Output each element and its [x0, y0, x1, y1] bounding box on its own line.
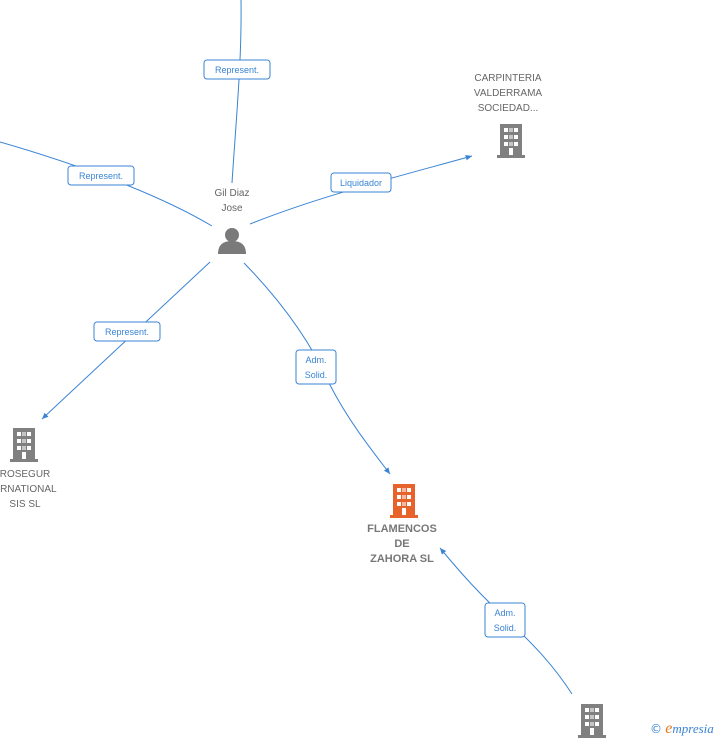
edge-label-flamencos: Adm. Solid.	[295, 349, 337, 385]
building-icon[interactable]	[497, 124, 525, 158]
empresia-watermark: © empresia	[650, 720, 714, 738]
edge-label-top-text: Represent.	[215, 65, 259, 75]
empresia-logo-text: mpresia	[672, 721, 714, 736]
edge-label-prosegur-text: Represent.	[105, 327, 149, 337]
edge-label-flamencos-line2: Solid.	[305, 370, 328, 380]
edge-label-flamencos-line1: Adm.	[305, 355, 326, 365]
person-icon[interactable]	[218, 228, 246, 254]
node-label-person[interactable]: Gil Diaz Jose	[214, 188, 250, 214]
edge-top	[231, 0, 242, 184]
copyright-symbol: ©	[650, 722, 662, 736]
edge-label-top: Represent.	[203, 59, 271, 80]
edge-label-liquidador-text: Liquidador	[340, 178, 382, 188]
building-icon[interactable]	[578, 704, 606, 738]
building-icon[interactable]	[10, 428, 38, 462]
edge-label-liquidador: Liquidador	[330, 172, 392, 193]
node-label-carpinteria[interactable]: CARPINTERIA VALDERRAMA SOCIEDAD...	[473, 73, 543, 114]
edge-label-bottom-line1: Adm.	[494, 608, 515, 618]
empresia-logo-e: e	[665, 720, 673, 737]
building-icon[interactable]	[390, 484, 418, 518]
edge-label-left-text: Represent.	[79, 171, 123, 181]
node-label-flamencos[interactable]: FLAMENCOS DE ZAHORA SL	[367, 523, 437, 565]
edge-label-bottom: Adm. Solid.	[484, 602, 526, 638]
edge-label-prosegur: Represent.	[93, 321, 161, 342]
edge-label-left: Represent.	[67, 165, 135, 186]
edge-flamencos	[243, 262, 391, 475]
node-label-prosegur[interactable]: ROSEGUR ERNATIONAL SIS SL	[0, 469, 57, 510]
edge-label-bottom-line2: Solid.	[494, 623, 517, 633]
